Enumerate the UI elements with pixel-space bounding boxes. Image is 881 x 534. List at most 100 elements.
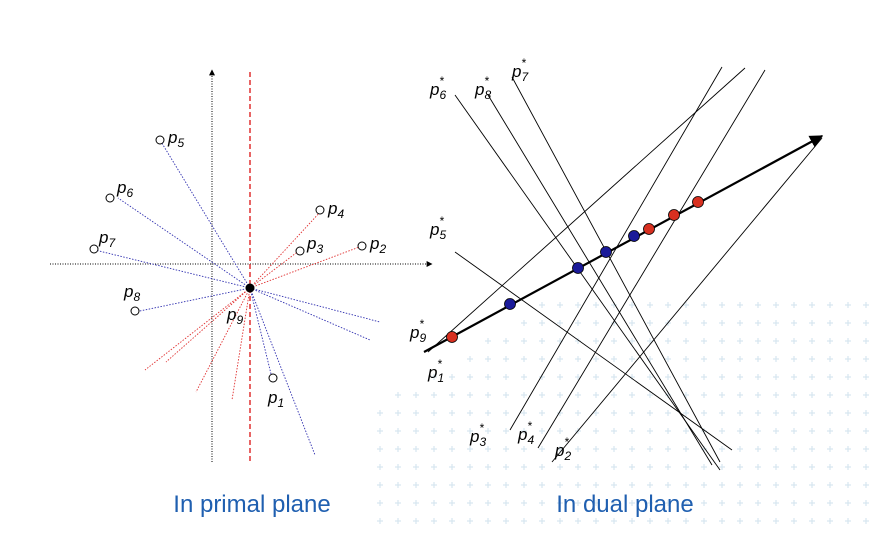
intersection-dot-5 (628, 230, 640, 242)
primal-line-p4 (249, 209, 323, 289)
label-p9: p9 (226, 305, 243, 327)
watermark-cross (647, 500, 653, 506)
watermark-cross (377, 446, 383, 452)
watermark-cross (647, 446, 653, 452)
watermark-cross (737, 482, 743, 488)
watermark-cross (611, 374, 617, 380)
watermark-cross (719, 500, 725, 506)
watermark-cross (665, 302, 671, 308)
watermark-cross (395, 446, 401, 452)
watermark-cross (647, 464, 653, 470)
watermark-cross (449, 482, 455, 488)
watermark-cross (557, 518, 563, 524)
watermark-cross (683, 428, 689, 434)
watermark-cross (521, 356, 527, 362)
watermark-cross (485, 392, 491, 398)
watermark-cross (791, 428, 797, 434)
watermark-cross (683, 446, 689, 452)
dual-label-p7: p7* (511, 56, 529, 84)
watermark-cross (809, 374, 815, 380)
watermark-cross (863, 410, 869, 416)
watermark-cross (593, 392, 599, 398)
watermark-cross (557, 464, 563, 470)
watermark-cross (701, 374, 707, 380)
watermark-cross (755, 374, 761, 380)
watermark-cross (503, 338, 509, 344)
watermark-cross (521, 428, 527, 434)
watermark-cross (395, 428, 401, 434)
watermark-cross (377, 500, 383, 506)
watermark-cross (863, 446, 869, 452)
intersection-dot-2 (504, 298, 516, 310)
dual-label-p4: p4* (517, 419, 534, 447)
watermark-cross (863, 320, 869, 326)
intersection-dot-7 (668, 209, 680, 221)
watermark-cross (665, 500, 671, 506)
watermark-cross (791, 356, 797, 362)
dual-caption: In dual plane (556, 491, 693, 518)
watermark-cross (791, 500, 797, 506)
watermark-cross (755, 302, 761, 308)
watermark-cross (503, 392, 509, 398)
watermark-cross (431, 518, 437, 524)
intersection-dot-4 (600, 246, 612, 258)
watermark-cross (449, 518, 455, 524)
watermark-cross (395, 410, 401, 416)
primal-line-p7 (94, 249, 251, 289)
watermark-cross (827, 392, 833, 398)
watermark-cross (845, 338, 851, 344)
dual-label-p3: p3* (469, 421, 486, 449)
watermark-cross (683, 500, 689, 506)
watermark-cross (755, 518, 761, 524)
watermark-cross (485, 410, 491, 416)
watermark-cross (413, 482, 419, 488)
watermark-cross (611, 500, 617, 506)
watermark-cross (629, 500, 635, 506)
watermark-cross (845, 320, 851, 326)
watermark-cross (737, 320, 743, 326)
watermark-cross (773, 518, 779, 524)
watermark-cross (863, 302, 869, 308)
watermark-cross (629, 392, 635, 398)
watermark-cross (539, 320, 545, 326)
watermark-cross (773, 338, 779, 344)
watermark-cross (701, 338, 707, 344)
watermark-cross (521, 392, 527, 398)
watermark-cross (431, 392, 437, 398)
watermark-cross (683, 482, 689, 488)
watermark-cross (665, 518, 671, 524)
watermark-cross (827, 500, 833, 506)
watermark-cross (773, 410, 779, 416)
watermark-cross (845, 410, 851, 416)
primal-line-p6 (117, 197, 251, 289)
watermark-cross (575, 374, 581, 380)
watermark-cross (647, 338, 653, 344)
watermark-cross (575, 392, 581, 398)
watermark-cross (539, 356, 545, 362)
watermark-cross (593, 428, 599, 434)
watermark-cross (809, 410, 815, 416)
dual-line-p7 (511, 76, 721, 463)
watermark-cross (845, 464, 851, 470)
watermark-cross (809, 392, 815, 398)
watermark-cross (575, 446, 581, 452)
watermark-cross (647, 320, 653, 326)
label-p1: p1 (267, 388, 284, 410)
watermark-cross (827, 428, 833, 434)
watermark-cross (719, 338, 725, 344)
watermark-cross (827, 518, 833, 524)
watermark-cross (557, 428, 563, 434)
watermark-cross (467, 374, 473, 380)
watermark-cross (629, 446, 635, 452)
watermark-cross (791, 410, 797, 416)
watermark-cross (737, 428, 743, 434)
point-p9 (245, 283, 255, 293)
point-p2 (357, 241, 367, 251)
dual-line-p1 (427, 67, 746, 353)
watermark-cross (791, 374, 797, 380)
watermark-cross (467, 464, 473, 470)
watermark-cross (449, 374, 455, 380)
watermark-cross (845, 482, 851, 488)
watermark-cross (521, 410, 527, 416)
